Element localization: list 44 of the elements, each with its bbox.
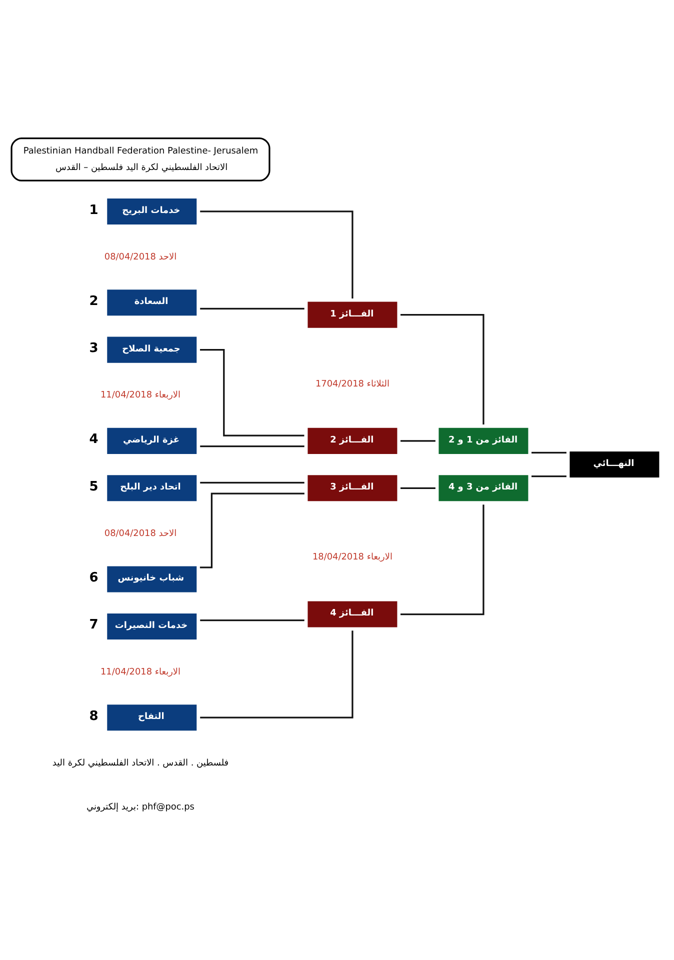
node-box: خدمات البريج xyxy=(107,198,197,224)
node-box: غزة الرياضي xyxy=(107,428,197,454)
connector xyxy=(400,314,484,424)
node-label: 4 xyxy=(89,432,98,448)
connector xyxy=(532,452,566,454)
connector xyxy=(200,482,304,484)
node-label: 3 xyxy=(89,341,98,356)
node-box: التفاح xyxy=(107,704,197,731)
label: فلسطين . القدس . الاتحاد الفلسطيني لكرة اليد xyxy=(52,758,229,768)
node-box: الفائز من 1 و 2 xyxy=(438,428,528,454)
connector xyxy=(200,620,304,622)
node-box: شباب خانيونس xyxy=(107,566,197,592)
node-label: 5 xyxy=(89,479,98,494)
node-label: 1 xyxy=(89,202,98,218)
node-box: الفـــائز 4 xyxy=(308,601,398,628)
node-box: الفـــائز 3 xyxy=(308,475,398,502)
label: الاربعاء 18/04/2018 xyxy=(312,552,392,563)
node-label: 6 xyxy=(89,570,98,586)
connector xyxy=(200,308,304,310)
label: الاربعاء 11/04/2018 xyxy=(100,390,180,401)
node-box: السعادة xyxy=(107,290,197,316)
connector xyxy=(200,446,304,448)
label: الثلاثاء 1704/2018 xyxy=(315,379,390,390)
node-label: 2 xyxy=(89,294,98,309)
node-box: الفائز من 3 و 4 xyxy=(438,475,528,502)
connector xyxy=(400,504,484,616)
connector xyxy=(400,487,436,489)
node-box: الفـــائز 1 xyxy=(308,302,398,328)
connector xyxy=(532,476,566,478)
label: الاربعاء 11/04/2018 xyxy=(100,667,180,678)
label: الاحد 08/04/2018 xyxy=(104,528,177,539)
node-box: جمعية الصلاح xyxy=(107,336,197,363)
node-box: اتحاد دير البلح xyxy=(107,475,197,502)
connector xyxy=(200,630,354,718)
connector xyxy=(200,210,354,298)
connector xyxy=(400,440,436,442)
node-label: 7 xyxy=(89,618,98,633)
node-box: الفـــائز 2 xyxy=(308,428,398,454)
label: بريد إلكتروني: phf@poc.ps xyxy=(86,802,194,812)
node-label: 8 xyxy=(89,708,98,724)
node-box: خدمات النصيرات xyxy=(107,613,197,640)
node-box: النهـــائي xyxy=(570,452,660,478)
label: الاحد 08/04/2018 xyxy=(104,252,177,262)
connector xyxy=(200,349,304,436)
